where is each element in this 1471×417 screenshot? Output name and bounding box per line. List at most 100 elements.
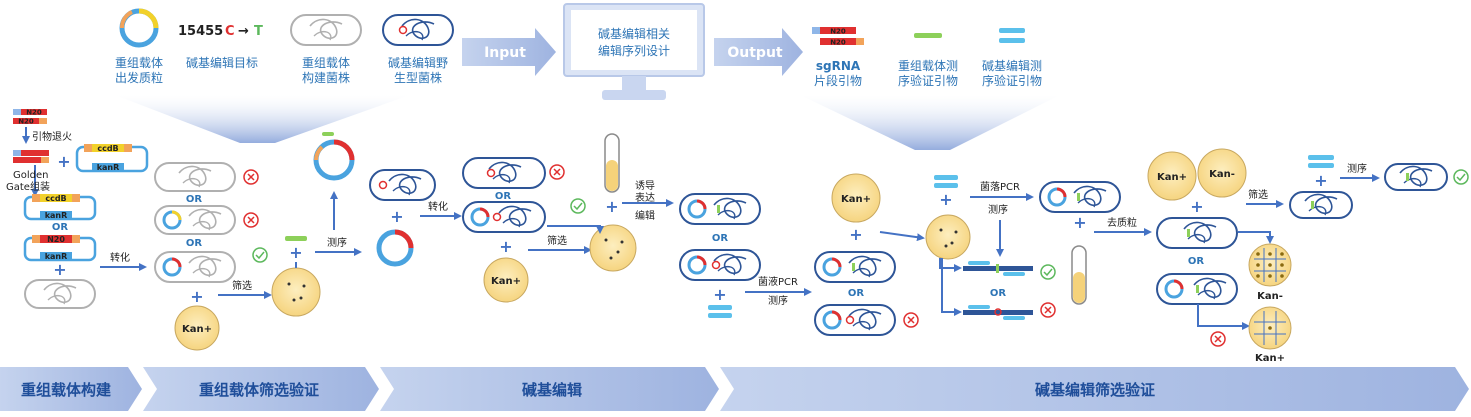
wildtype-strain-icon: [382, 14, 454, 46]
plasmid-label-1: 重组载体: [115, 56, 163, 70]
vec-primer-use: [285, 236, 307, 241]
plus-8: +: [713, 285, 726, 304]
colony-pcr-label-1: 菌液PCR: [758, 275, 798, 288]
induce-label-1: 诱导: [635, 179, 655, 192]
strain1-label-1: 重组载体: [302, 56, 350, 70]
computer-icon: [563, 3, 705, 100]
screen-or-2: OR: [186, 238, 203, 249]
golden-label-2: Gate组装: [6, 180, 50, 193]
sequencing-trace-wrong: [963, 305, 1033, 320]
final-cell-2: [1384, 163, 1448, 191]
sequencing-trace-correct: [963, 261, 1033, 276]
stage-arrow-1: [0, 367, 142, 411]
n20-label-2: N20: [18, 118, 34, 126]
strain1-label-2: 构建菌株: [302, 70, 350, 85]
verify-or-2: OR: [990, 288, 1007, 299]
stage-bar: 重组载体构建 重组载体筛选验证 碱基编辑 碱基编辑筛选验证: [0, 367, 1469, 411]
n20-label-1: N20: [26, 109, 42, 117]
edited-cell-1: [679, 193, 761, 225]
edit-cell-1: [462, 157, 546, 189]
n20-label-3: N20: [47, 235, 65, 244]
verified-edit-cell: [1039, 181, 1121, 213]
final-cell-1: [1289, 191, 1353, 219]
sequence-label-2: 测序: [768, 294, 788, 307]
plus-11: +: [1073, 213, 1086, 232]
input-arrow: Input: [462, 28, 556, 76]
candidate-cell-3: [154, 251, 236, 283]
construct-strain-icon: [290, 14, 362, 46]
sequence-label-1: 测序: [327, 236, 347, 249]
kan-plate-1: [174, 305, 220, 351]
edit-primer-icon: [999, 28, 1025, 43]
verify-or-3: OR: [1188, 256, 1205, 267]
svg-text:N20: N20: [830, 28, 846, 36]
verified-plasmid-1: [313, 132, 355, 181]
replica-plate-plus: [1248, 306, 1292, 350]
svg-text:N20: N20: [830, 39, 846, 47]
kan-plus-label-2: Kan+: [491, 276, 521, 287]
screen-label-2: 筛选: [547, 234, 567, 247]
edit-label: 编辑: [635, 209, 655, 222]
screen-label-1: 筛选: [232, 279, 252, 292]
annealed-duplex: [13, 150, 49, 163]
check-icon-2: [570, 198, 586, 214]
screen-or-1: OR: [186, 194, 203, 205]
verify-or-1: OR: [848, 288, 865, 299]
output-arrow: Output: [714, 28, 803, 76]
plus-9: +: [849, 225, 862, 244]
plus-7: +: [605, 197, 618, 216]
plus-3: +: [190, 287, 203, 306]
transform-label-1: 转化: [110, 251, 130, 264]
stage-arrow-2: [143, 367, 379, 411]
sgrna-label-2: 片段引物: [814, 73, 862, 88]
target-from: C: [225, 24, 235, 39]
candidate-cell-2: [154, 205, 236, 235]
stage-label-3: 碱基编辑: [522, 381, 582, 399]
plus-10: +: [939, 190, 952, 209]
candidate-cell-1: [154, 162, 236, 192]
cured-cell-1: [1156, 217, 1238, 249]
ccdb-label-2: ccdB: [45, 194, 66, 203]
kanr-label-3: kanR: [45, 252, 68, 261]
cured-cell-2: [1156, 273, 1238, 305]
sgrna-label-1: sgRNA: [816, 59, 861, 73]
kan-plus-label-3: Kan+: [841, 194, 871, 205]
input-plasmid-icon: [119, 8, 159, 48]
kan-plus-plate-verify: [1147, 151, 1197, 201]
edit-primer-use-1: [708, 305, 732, 318]
verified-plasmid-2: [376, 229, 414, 267]
culture-tube-2: [1071, 245, 1087, 305]
plus-4: +: [289, 243, 302, 262]
wildtype-cell-edit: [369, 169, 436, 201]
cure-label: 去质粒: [1107, 216, 1137, 229]
kan-minus-label-1: Kan-: [1209, 169, 1235, 180]
target-label: 碱基编辑目标: [186, 55, 258, 70]
plasmid-label-2: 出发质粒: [115, 70, 163, 85]
seq-cell-wrong: [814, 304, 896, 336]
sequence-label-3: 测序: [988, 203, 1008, 216]
colony-plate-2: [589, 224, 637, 272]
vec-primer-label-1: 重组载体测: [898, 59, 958, 73]
colony-pcr-label-2: 菌落PCR: [980, 181, 1020, 193]
induce-label-2: 表达: [635, 191, 655, 204]
screen-label-3: 筛选: [1248, 188, 1268, 201]
plate-plus-label: Kan+: [1255, 353, 1285, 364]
ccdb-label-1: ccdB: [97, 144, 118, 153]
edit-primer-use-3: [1308, 155, 1334, 168]
sgrna-primer-icon: N20 N20: [812, 27, 864, 47]
computer-text-1: 碱基编辑相关: [598, 26, 670, 41]
stage-label-1: 重组载体构建: [21, 381, 112, 399]
n20-product: [23, 235, 97, 262]
strain2-label-2: 生型菌株: [394, 70, 442, 85]
anneal-label: 引物退火: [32, 130, 72, 143]
plus-13: +: [1314, 171, 1327, 190]
plus-12: +: [1190, 197, 1203, 216]
kanr-label-1: kanR: [97, 163, 120, 172]
vector-primer-icon: [914, 33, 942, 38]
plus-6: +: [499, 237, 512, 256]
stage-label-2: 重组载体筛选验证: [199, 381, 319, 399]
edit-or-2: OR: [712, 233, 729, 244]
stage-arrow-3: [380, 367, 719, 411]
colony-plate-3: [925, 214, 971, 260]
